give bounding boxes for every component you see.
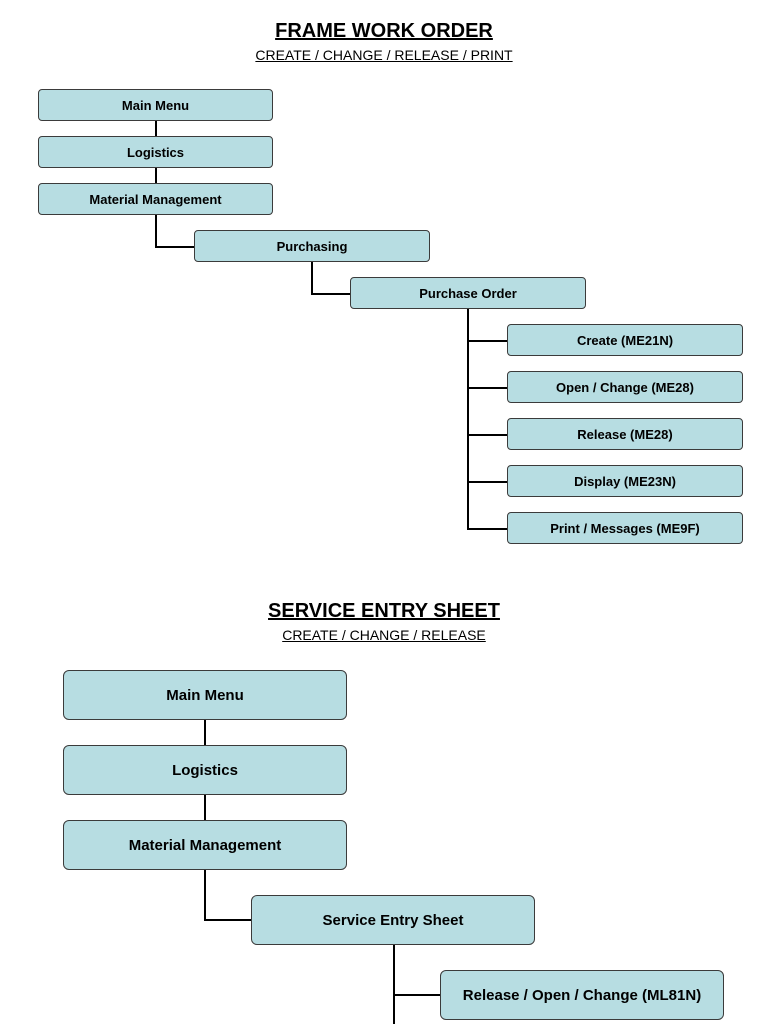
connector-material-purchasing-v — [155, 215, 157, 247]
connector-po-trunk — [467, 309, 469, 529]
connector2-logistics-material — [204, 794, 206, 821]
connector2-material-ses-v — [204, 869, 206, 920]
d2-node-service-entry-sheet: Service Entry Sheet — [251, 895, 535, 945]
diagram2-subtitle: CREATE / CHANGE / RELEASE — [282, 627, 486, 643]
connector-po-open-change — [467, 387, 508, 389]
connector2-mainmenu-logistics — [204, 719, 206, 746]
connector-mainmenu-logistics — [155, 121, 157, 137]
connector-po-print — [467, 528, 508, 530]
d1-node-main-menu: Main Menu — [38, 89, 273, 121]
connector-logistics-material — [155, 168, 157, 184]
d1-node-purchasing: Purchasing — [194, 230, 430, 262]
d1-node-logistics: Logistics — [38, 136, 273, 168]
connector2-ses-release — [393, 994, 441, 996]
d1-node-open-change: Open / Change (ME28) — [507, 371, 743, 403]
connector2-material-ses-h — [204, 919, 252, 921]
diagram2-title: SERVICE ENTRY SHEET — [268, 600, 500, 622]
diagram1-subtitle: CREATE / CHANGE / RELEASE / PRINT — [255, 47, 513, 63]
connector-purchasing-po-h — [311, 293, 351, 295]
d1-node-material-management: Material Management — [38, 183, 273, 215]
d1-node-print-messages: Print / Messages (ME9F) — [507, 512, 743, 544]
d1-node-purchase-order: Purchase Order — [350, 277, 586, 309]
diagram1-title: FRAME WORK ORDER — [275, 20, 493, 42]
d2-node-main-menu: Main Menu — [63, 670, 347, 720]
connector-material-purchasing-h — [155, 246, 195, 248]
d2-node-logistics: Logistics — [63, 745, 347, 795]
connector-po-release — [467, 434, 508, 436]
connector-purchasing-po-v — [311, 262, 313, 294]
connector-po-create — [467, 340, 508, 342]
connector-po-display — [467, 481, 508, 483]
d1-node-display: Display (ME23N) — [507, 465, 743, 497]
d1-node-release: Release (ME28) — [507, 418, 743, 450]
d1-node-create: Create (ME21N) — [507, 324, 743, 356]
d2-node-material-management: Material Management — [63, 820, 347, 870]
d2-node-release-open-change: Release / Open / Change (ML81N) — [440, 970, 724, 1020]
connector2-ses-trunk — [393, 944, 395, 1024]
